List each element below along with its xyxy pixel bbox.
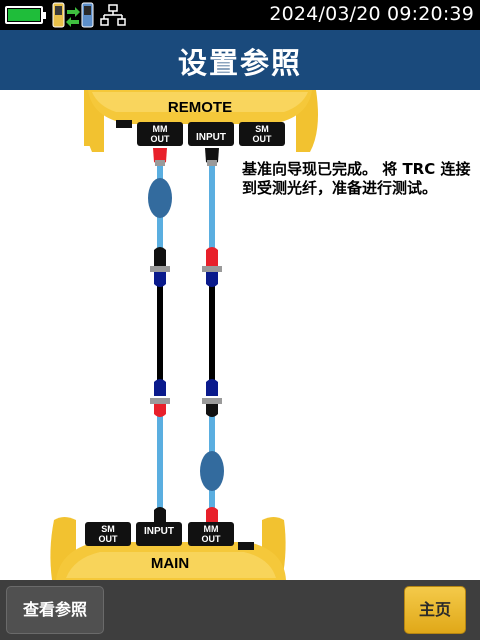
remote-port-input: INPUT <box>196 132 226 143</box>
status-datetime: 2024/03/20 09:20:39 <box>269 3 474 25</box>
main-port-input: INPUT <box>144 526 174 537</box>
remote-port-sm-line2: OUT <box>253 134 273 144</box>
remote-port-mm-line2: OUT <box>151 134 171 144</box>
main-port-sm-line2: OUT <box>99 534 119 544</box>
page-title: 设置参照 <box>177 46 302 80</box>
remote-port-sm-line1: SM <box>255 124 269 134</box>
status-bar: 2024/03/20 09:20:39 <box>0 0 480 30</box>
main-port-sm-line1: SM <box>101 524 115 534</box>
title-bar: 设置参照 <box>0 30 480 90</box>
main-port-mm-line2: OUT <box>202 534 222 544</box>
remote-unit-label: REMOTE <box>168 99 232 116</box>
left-fiber-path <box>148 148 172 522</box>
reference-setup-diagram: REMOTE MM OUT INPUT SM OUT <box>50 90 318 580</box>
bottom-bar: 查看参照 主页 <box>0 580 480 640</box>
right-mandrel <box>200 451 224 491</box>
network-icon <box>100 4 126 26</box>
main-unit-label: MAIN <box>151 555 189 572</box>
main-unit: SM OUT INPUT MM OUT MAIN <box>50 517 286 580</box>
right-fiber-path <box>200 148 224 522</box>
view-reference-button[interactable]: 查看参照 <box>6 586 104 634</box>
instruction-message: 基准向导现已完成。 将 TRC 连接到受测光纤，准备进行测试。 <box>242 160 471 197</box>
remote-unit: REMOTE MM OUT INPUT SM OUT <box>84 90 318 152</box>
remote-link-icon <box>52 2 94 28</box>
main-port-mm-line1: MM <box>204 524 219 534</box>
remote-port-mm-line1: MM <box>153 124 168 134</box>
home-button[interactable]: 主页 <box>404 586 466 634</box>
left-mandrel <box>148 178 172 218</box>
battery-full-icon <box>5 6 46 24</box>
